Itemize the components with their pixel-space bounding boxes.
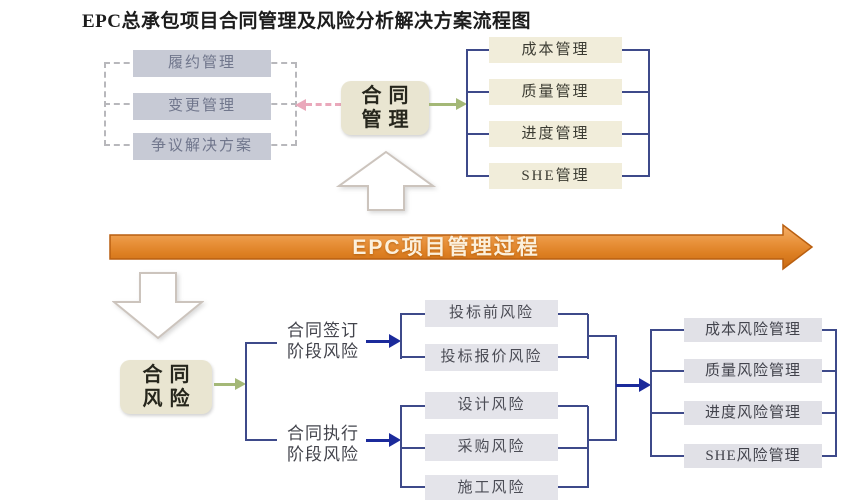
pink-dashed-arrow-head (295, 99, 306, 111)
contract-risk-line1: 合同 (142, 364, 197, 386)
connector-line (822, 329, 837, 331)
connector-line (558, 405, 588, 407)
schedule-management-box: 进度管理 (489, 121, 622, 147)
bracket-line (648, 50, 650, 177)
connector-line (650, 370, 686, 372)
connector-line (466, 49, 490, 51)
signing-stage-line2: 阶段风险 (287, 342, 359, 361)
she-risk-management-box: SHE风险管理 (684, 444, 822, 468)
connector-line (587, 335, 617, 337)
connector-line (622, 175, 650, 177)
execution-stage-line1: 合同执行 (287, 424, 359, 443)
epc-process-arrow-label: EPC项目管理过程 (352, 236, 540, 259)
contract-management-box: 合同 管理 (341, 81, 429, 135)
she-management-box: SHE管理 (489, 163, 622, 189)
connector-line (622, 91, 650, 93)
page-title: EPC总承包项目合同管理及风险分析解决方案流程图 (82, 11, 532, 32)
blue-arrow-management-line (616, 384, 640, 387)
dispute-resolution-box: 争议解决方案 (133, 133, 271, 160)
construction-risk-box: 施工风险 (425, 475, 558, 500)
contract-risk-line2: 风险 (142, 388, 197, 410)
bracket-line (650, 330, 652, 457)
connector-line (650, 455, 686, 457)
bracket-line (400, 314, 402, 359)
pink-dashed-arrow-line (306, 103, 341, 106)
bracket-line (466, 50, 468, 177)
bid-quote-risk-box: 投标报价风险 (425, 344, 558, 371)
green-arrow-contract-line (429, 103, 457, 106)
quality-management-box: 质量管理 (489, 79, 622, 105)
performance-management-box: 履约管理 (133, 50, 271, 77)
green-arrow-risk-head (235, 378, 246, 390)
green-arrow-risk-line (214, 383, 236, 386)
connector-line (466, 175, 490, 177)
blue-arrow-execution-line (366, 439, 390, 442)
connector-line (400, 486, 426, 488)
pre-bid-risk-box: 投标前风险 (425, 300, 558, 327)
blue-arrow-management-head (639, 378, 651, 392)
bracket-line (615, 335, 617, 441)
connector-line (466, 91, 490, 93)
connector-line (822, 370, 837, 372)
bracket-line (835, 330, 837, 457)
blue-arrow-signing-head (389, 334, 401, 348)
connector-line (245, 439, 277, 441)
connector-line (622, 133, 650, 135)
connector-line (587, 439, 617, 441)
bracket-line (245, 342, 247, 441)
epc-process-arrow (109, 223, 814, 271)
connector-line (650, 412, 686, 414)
connector-line (622, 49, 650, 51)
connector-line (650, 329, 686, 331)
connector-line (558, 356, 588, 358)
connector-line (558, 486, 588, 488)
connector-line (245, 342, 277, 344)
cost-risk-management-box: 成本风险管理 (684, 318, 822, 342)
up-block-arrow (336, 150, 436, 211)
bracket-line (587, 406, 589, 488)
procurement-risk-box: 采购风险 (425, 434, 558, 461)
blue-arrow-execution-head (389, 433, 401, 447)
connector-line (466, 133, 490, 135)
connector-line (400, 356, 426, 358)
connector-line (400, 313, 426, 315)
blue-arrow-signing-line (366, 340, 390, 343)
design-risk-box: 设计风险 (425, 392, 558, 419)
execution-stage-label: 合同执行 阶段风险 (278, 423, 368, 465)
green-arrow-contract-head (456, 98, 467, 110)
schedule-risk-management-box: 进度风险管理 (684, 401, 822, 425)
signing-stage-line1: 合同签订 (287, 321, 359, 340)
contract-management-line1: 合同 (361, 85, 416, 107)
connector-line (400, 405, 426, 407)
signing-stage-label: 合同签订 阶段风险 (278, 320, 368, 362)
connector-line (558, 313, 588, 315)
contract-management-line2: 管理 (361, 109, 416, 131)
change-management-box: 变更管理 (133, 93, 271, 120)
connector-line (822, 455, 837, 457)
execution-stage-line2: 阶段风险 (287, 445, 359, 464)
quality-risk-management-box: 质量风险管理 (684, 359, 822, 383)
connector-line (822, 412, 837, 414)
contract-risk-box: 合同 风险 (120, 360, 212, 414)
cost-management-box: 成本管理 (489, 37, 622, 63)
down-block-arrow (112, 272, 204, 340)
connector-line (400, 447, 426, 449)
connector-line (558, 447, 588, 449)
